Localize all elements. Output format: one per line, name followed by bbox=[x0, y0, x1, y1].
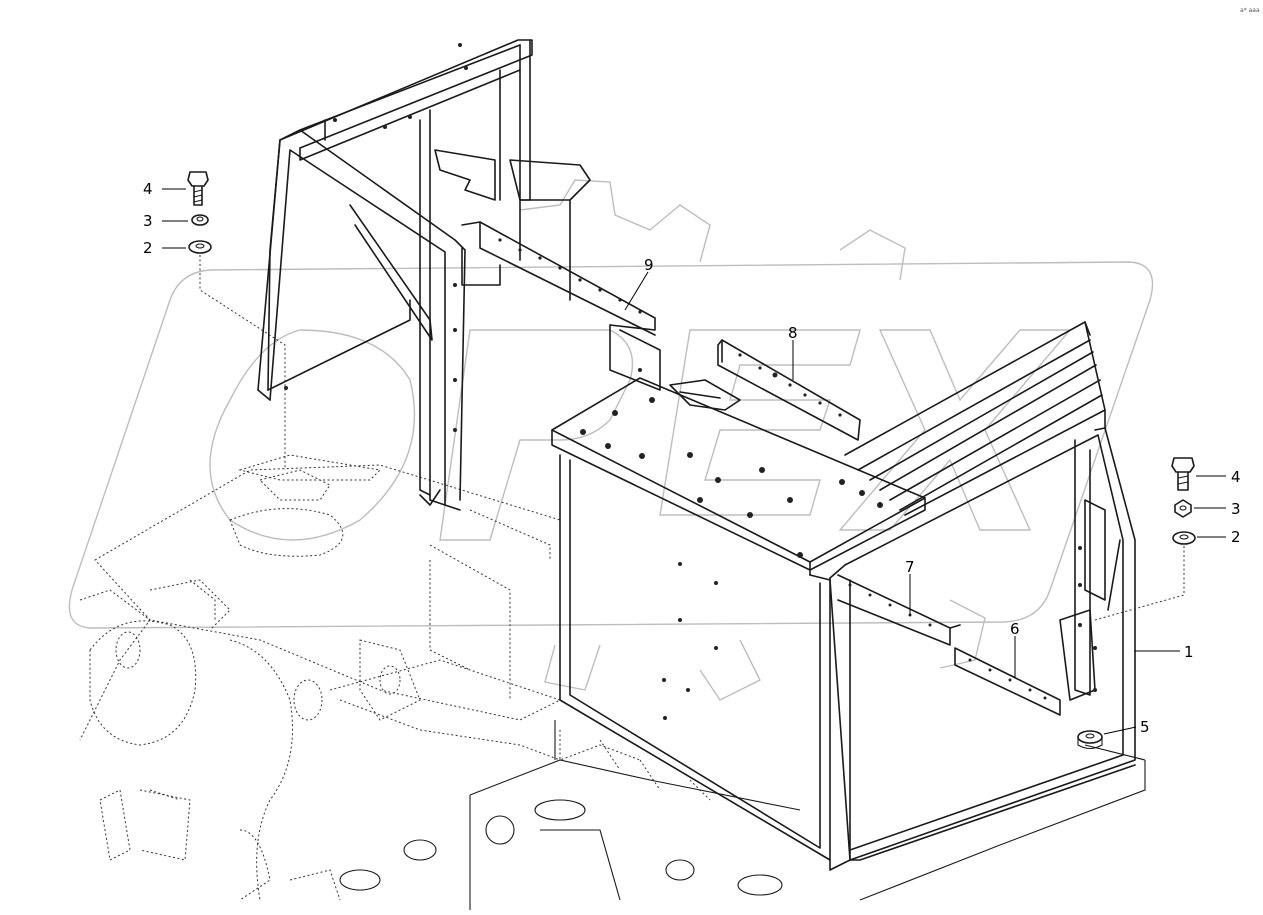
callout-8: 8 bbox=[788, 324, 798, 342]
box-frame bbox=[551, 321, 1136, 871]
left-fastener-path bbox=[199, 255, 286, 470]
nut-right bbox=[1174, 499, 1192, 518]
callout-3-left: 3 bbox=[143, 212, 153, 230]
watermark-logo bbox=[68, 179, 1154, 701]
base-block bbox=[339, 720, 1146, 910]
callout-2-left: 2 bbox=[143, 239, 153, 257]
callout-7: 7 bbox=[905, 558, 915, 576]
plate-8 bbox=[717, 339, 861, 441]
lock-washer-left bbox=[191, 214, 209, 226]
rear-frame bbox=[257, 39, 661, 511]
callout-4-right: 4 bbox=[1231, 468, 1241, 486]
chassis-outline bbox=[79, 454, 711, 901]
callout-2-right: 2 bbox=[1231, 528, 1241, 546]
box-frame-holes bbox=[580, 368, 1097, 720]
bolt-left bbox=[187, 171, 209, 206]
callout-6: 6 bbox=[1010, 620, 1020, 638]
flat-washer-right bbox=[1172, 531, 1196, 545]
callout-5: 5 bbox=[1140, 718, 1150, 736]
flat-washer-left bbox=[188, 240, 212, 254]
rear-frame-holes bbox=[284, 43, 642, 432]
callout-3-right: 3 bbox=[1231, 500, 1241, 518]
leaders bbox=[162, 188, 1226, 735]
callouts: 4 3 2 9 8 7 6 4 3 2 1 5 bbox=[143, 180, 1241, 736]
callout-1: 1 bbox=[1184, 643, 1194, 661]
bolt-right bbox=[1171, 457, 1195, 491]
corner-code: a* aaa bbox=[1240, 7, 1260, 14]
callout-4-left: 4 bbox=[143, 180, 153, 198]
mount-5 bbox=[1077, 730, 1103, 750]
callout-9: 9 bbox=[644, 256, 654, 274]
